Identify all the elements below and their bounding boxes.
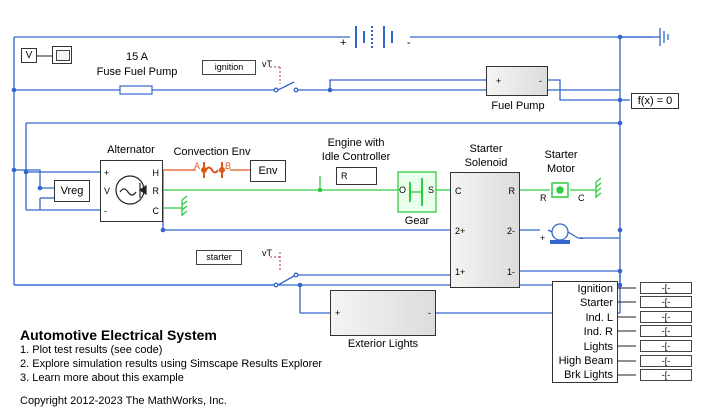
mechanical-ground-icon [595, 177, 602, 198]
terminator-tag-brk-lights[interactable]: -[- [640, 369, 692, 381]
fuel-pump-block[interactable]: + - [486, 66, 548, 96]
fuse-label: Fuse Fuel Pump [96, 66, 178, 78]
bus-signal-brk-lights: Brk Lights [564, 369, 613, 381]
doc-link-learn-more[interactable]: 3. Learn more about this example [20, 372, 184, 384]
doc-title: Automotive Electrical System [20, 327, 217, 343]
terminator-tag-high-beam[interactable]: -[- [640, 355, 692, 367]
solenoid-1minus-port: 1- [506, 267, 515, 277]
convection-b-port: B [225, 161, 232, 171]
terminator-tag-ind-r[interactable]: -[- [640, 325, 692, 337]
motor-rotor-icon[interactable] [551, 182, 569, 198]
solenoid-r-port: R [508, 186, 516, 196]
fuel-pump-minus-port: - [539, 76, 542, 86]
alternator-symbol-icon [115, 175, 147, 205]
alternator-plus-port: + [104, 168, 110, 178]
bus-signal-ignition: Ignition [577, 283, 613, 295]
engine-label-line1: Engine with [327, 137, 385, 149]
exterior-lights-label: Exterior Lights [347, 338, 419, 350]
terminator-tag-starter[interactable]: -[- [640, 296, 692, 308]
alternator-minus-port: - [104, 206, 107, 216]
bus-selector-block[interactable]: Ignition Starter Ind. L Ind. R Lights Hi… [552, 281, 618, 383]
solenoid-2minus-port: 2- [506, 226, 515, 236]
solenoid-2plus-port: 2+ [455, 226, 466, 236]
solenoid-c-port: C [455, 186, 462, 196]
motor-label-line2: Motor [546, 163, 576, 175]
alternator-h-port: H [152, 168, 160, 178]
ignition-vt-label: vT [262, 59, 272, 69]
vreg-block[interactable]: Vreg [54, 180, 90, 202]
env-block[interactable]: Env [250, 160, 286, 182]
alternator-label: Alternator [107, 144, 155, 156]
bus-signal-ind-l: Ind. L [585, 312, 613, 324]
motor-r-port: R [540, 193, 547, 203]
engine-label-line2: Idle Controller [321, 151, 391, 163]
scope-block[interactable] [52, 46, 72, 64]
fuel-pump-label: Fuel Pump [491, 100, 545, 112]
battery-icon[interactable] [355, 26, 393, 48]
bus-signal-starter: Starter [579, 297, 613, 309]
alternator-v-port: V [104, 186, 111, 196]
copyright: Copyright 2012-2023 The MathWorks, Inc. [20, 395, 227, 407]
motor-c-port: C [578, 193, 585, 203]
mechanical-wires [163, 176, 596, 209]
bus-arrows [616, 287, 636, 376]
electrical-ground-icon [652, 28, 669, 46]
battery-plus-label: + [340, 37, 347, 49]
engine-block[interactable]: R [336, 167, 377, 185]
ignition-goto-tag[interactable]: ignition [202, 60, 256, 75]
starter-vt-label: vT [262, 248, 272, 258]
doc-panel: Automotive Electrical System 1. Plot tes… [20, 327, 322, 385]
gear-icon[interactable] [397, 171, 437, 213]
alternator-c-port: C [152, 206, 160, 216]
alternator-mech-ground-icon [181, 195, 188, 216]
convection-label: Convection Env [173, 146, 251, 158]
battery-minus-label: - [407, 37, 411, 49]
terminator-tag-lights[interactable]: -[- [640, 340, 692, 352]
solenoid-label-line1: Starter [469, 143, 503, 155]
terminator-tag-ind-l[interactable]: -[- [640, 311, 692, 323]
solver-configuration-block[interactable]: f(x) = 0 [631, 93, 679, 109]
convection-icon[interactable] [201, 162, 225, 178]
exterior-lights-block[interactable]: + - [330, 290, 436, 336]
bus-signal-high-beam: High Beam [558, 355, 613, 367]
gear-s-port: S [428, 185, 435, 195]
terminator-tag-ignition[interactable]: -[- [640, 282, 692, 294]
exterior-minus-port: - [428, 308, 431, 318]
motor-minus-port: - [580, 233, 583, 243]
dc-motor-icon[interactable] [547, 223, 579, 244]
ps-dotted-wires [270, 66, 281, 272]
bus-signal-lights: Lights [583, 341, 613, 353]
solenoid-1plus-port: 1+ [455, 267, 466, 277]
alternator-block[interactable]: + V - H R C [100, 160, 163, 222]
solenoid-label-line2: Solenoid [464, 157, 508, 169]
bus-signal-ind-r: Ind. R [583, 326, 613, 338]
gear-o-port: O [399, 185, 407, 195]
gear-junction-dot [317, 187, 323, 193]
engine-r-port: R [341, 171, 348, 181]
doc-link-explorer[interactable]: 2. Explore simulation results using Sims… [20, 358, 323, 370]
motor-label-line1: Starter [544, 149, 578, 161]
fuse-rating: 15 A [125, 51, 149, 63]
starter-switch-icon[interactable] [273, 272, 299, 288]
convection-a-port: A [194, 161, 201, 171]
ignition-switch-icon[interactable] [273, 81, 299, 93]
voltage-sensor-block[interactable]: V [21, 48, 37, 63]
fuse-icon[interactable] [119, 85, 153, 95]
fuel-pump-plus-port: + [496, 76, 502, 86]
starter-goto-tag[interactable]: starter [196, 250, 242, 265]
alternator-r-port: R [152, 186, 160, 196]
junction-dots [11, 34, 623, 288]
gear-label: Gear [404, 215, 430, 227]
motor-plus-port: + [540, 233, 546, 243]
starter-solenoid-block[interactable]: C R 2+ 2- 1+ 1- [450, 172, 520, 288]
doc-link-plot[interactable]: 1. Plot test results (see code) [20, 344, 163, 356]
scope-screen-icon [56, 50, 70, 61]
exterior-plus-port: + [335, 308, 341, 318]
